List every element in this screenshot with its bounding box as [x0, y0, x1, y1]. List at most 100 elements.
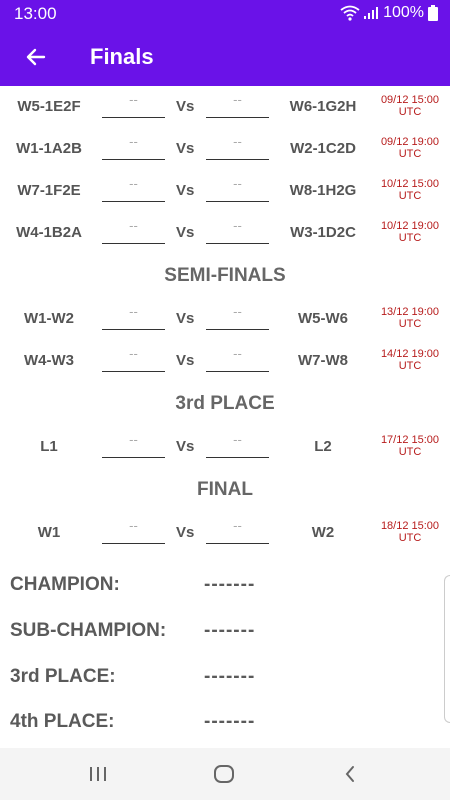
home-button[interactable]: [209, 760, 239, 788]
score-home-input[interactable]: --: [102, 214, 165, 244]
match-date-tz: UTC: [398, 148, 422, 160]
match-date-tz: UTC: [398, 190, 422, 202]
wifi-icon: [340, 5, 360, 21]
back-button[interactable]: [20, 41, 52, 73]
vs-label: Vs: [176, 224, 195, 241]
vs-label: Vs: [176, 310, 195, 327]
team-home: W4-1B2A: [16, 224, 82, 241]
result-fourth-place: 4th PLACE: -------: [10, 711, 440, 741]
team-home: W7-1F2E: [17, 182, 81, 199]
result-label: SUB-CHAMPION:: [10, 620, 167, 641]
score-away-input[interactable]: --: [206, 130, 269, 160]
home-icon: [214, 765, 234, 783]
score-home-input[interactable]: --: [102, 300, 165, 330]
match-date-tz: UTC: [398, 532, 422, 544]
score-home-input[interactable]: --: [102, 514, 165, 544]
team-home: W1-1A2B: [16, 140, 82, 157]
status-icons: [340, 5, 379, 21]
match-date-time: 17/12 15:00: [380, 434, 440, 446]
score-away-input[interactable]: --: [206, 88, 269, 118]
match-date-time: 09/12 19:00: [380, 136, 440, 148]
recents-icon: [90, 767, 106, 781]
match-date-time: 10/12 15:00: [380, 178, 440, 190]
match-date-tz: UTC: [398, 446, 422, 458]
result-label: CHAMPION:: [10, 574, 120, 595]
section-title-semi-finals: SEMI-FINALS: [164, 265, 286, 286]
result-value: -------: [204, 574, 256, 595]
match-date-tz: UTC: [398, 318, 422, 330]
vs-label: Vs: [176, 182, 195, 199]
result-value: -------: [204, 620, 256, 641]
recents-button[interactable]: [83, 760, 113, 788]
vs-label: Vs: [176, 140, 195, 157]
team-home: W1: [37, 524, 61, 541]
score-home-input[interactable]: --: [102, 88, 165, 118]
edge-panel-handle[interactable]: [444, 575, 450, 723]
result-label: 3rd PLACE:: [10, 666, 116, 687]
team-home: W1-W2: [24, 310, 74, 327]
team-home: W4-W3: [24, 352, 74, 369]
score-away-input[interactable]: --: [206, 172, 269, 202]
team-away: W3-1D2C: [290, 224, 356, 241]
team-home: W5-1E2F: [17, 98, 81, 115]
nav-back-button[interactable]: [335, 760, 365, 788]
team-away: L2: [314, 438, 332, 455]
match-date-tz: UTC: [398, 360, 422, 372]
chevron-left-icon: [345, 766, 354, 782]
team-away: W2-1C2D: [290, 140, 356, 157]
score-away-input[interactable]: --: [206, 214, 269, 244]
match-date-tz: UTC: [398, 232, 422, 244]
status-right: 100%: [340, 4, 438, 22]
score-away-input[interactable]: --: [206, 300, 269, 330]
team-home: L1: [40, 438, 58, 455]
score-away-input[interactable]: --: [206, 514, 269, 544]
battery-percent: 100%: [383, 4, 424, 21]
arrow-left-icon: [26, 48, 46, 66]
vs-label: Vs: [176, 98, 195, 115]
match-date-time: 10/12 19:00: [380, 220, 440, 232]
match-date-time: 13/12 19:00: [380, 306, 440, 318]
team-away: W5-W6: [298, 310, 348, 327]
score-home-input[interactable]: --: [102, 342, 165, 372]
team-away: W7-W8: [298, 352, 348, 369]
battery-icon: [428, 5, 438, 21]
score-home-input[interactable]: --: [102, 428, 165, 458]
result-value: -------: [204, 711, 256, 732]
score-away-input[interactable]: --: [206, 342, 269, 372]
result-value: -------: [204, 666, 256, 687]
score-home-input[interactable]: --: [102, 130, 165, 160]
result-sub-champion: SUB-CHAMPION: -------: [10, 620, 440, 650]
match-date-time: 14/12 19:00: [380, 348, 440, 360]
match-date-time: 18/12 15:00: [380, 520, 440, 532]
team-away: W6-1G2H: [289, 98, 357, 115]
score-home-input[interactable]: --: [102, 172, 165, 202]
result-label: 4th PLACE:: [10, 711, 115, 732]
team-away: W2: [311, 524, 335, 541]
team-away: W8-1H2G: [289, 182, 357, 199]
result-champion: CHAMPION: -------: [10, 574, 440, 604]
match-date-time: 09/12 15:00: [380, 94, 440, 106]
match-date-tz: UTC: [398, 106, 422, 118]
score-away-input[interactable]: --: [206, 428, 269, 458]
app-bar: Finals: [0, 27, 450, 86]
section-title-third-place: 3rd PLACE: [175, 393, 275, 414]
signal-icon: [364, 7, 379, 19]
status-bar: 13:00 100%: [0, 0, 450, 27]
